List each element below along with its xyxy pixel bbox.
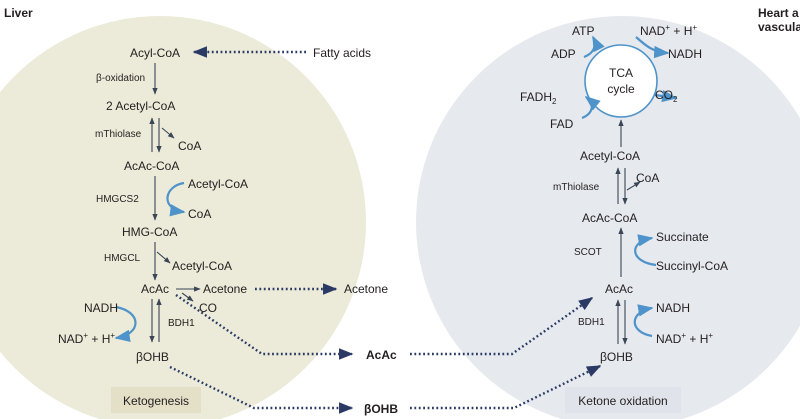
heart-bohb: βOHB [600, 350, 633, 364]
ketogenesis-box [111, 387, 201, 413]
heart-acetyl-coa: Acetyl-CoA [580, 149, 640, 163]
liver-mthiolase: mThiolase [95, 129, 142, 140]
acac-transport-path-a [175, 294, 354, 360]
coa-branch-arrow [161, 127, 175, 139]
liver-bohb: βOHB [136, 350, 169, 364]
liver-coa-2: CoA [188, 207, 211, 221]
liver-bdh1: BDH1 [168, 318, 195, 329]
liver-hmgcl: HMGCL [104, 253, 141, 264]
heart-nad-h: NAD+ + H+ [640, 23, 697, 38]
heart-acac: AcAc [605, 282, 633, 296]
liver-nadh: NADH [84, 301, 118, 315]
liver-acetyl-coa-out: Acetyl-CoA [172, 259, 232, 273]
liver-acetyl-coa-in: Acetyl-CoA [188, 177, 248, 191]
tca-label-2: cycle [607, 82, 635, 96]
heart-mthiolase: mThiolase [553, 182, 600, 193]
liver-nadh-curve [114, 305, 137, 342]
liver-title: Liver [4, 6, 33, 20]
heart-nad-h-bottom: NAD+ + H+ [656, 331, 713, 346]
heart-fadh2: FADH2 [520, 90, 557, 106]
liver-co: CO [199, 301, 217, 315]
heart-coa: CoA [636, 171, 659, 185]
liver-beta-oxidation: β-oxidation [96, 73, 145, 84]
heart-coa-branch [626, 181, 641, 191]
liver-acetone-out: Acetone [344, 282, 388, 296]
heart-co2: CO2 [655, 88, 678, 104]
heart-succinate: Succinate [656, 230, 709, 244]
liver-nad-h: NAD+ + H+ [58, 331, 115, 346]
liver-acac-coa: AcAc-CoA [124, 159, 179, 173]
ketone-oxidation-label: Ketone oxidation [578, 394, 667, 408]
liver-acac: AcAc [141, 282, 169, 296]
liver-coa-1: CoA [178, 139, 201, 153]
adp-atp-curve [583, 35, 605, 59]
heart-fad: FAD [550, 117, 574, 131]
heart-acac-coa: AcAc-CoA [582, 211, 637, 225]
heart-bdh1: BDH1 [578, 317, 605, 328]
tca-label-1: TCA [609, 66, 633, 80]
bohb-transport-path-a [169, 365, 354, 414]
transport-acac: AcAc [366, 348, 397, 362]
liver-fatty-acids: Fatty acids [313, 46, 371, 60]
ketone-oxidation-box [565, 387, 681, 413]
heart-nadh-top: NADH [668, 47, 702, 61]
ketogenesis-label: Ketogenesis [123, 394, 189, 408]
acac-transport-path-b [410, 297, 594, 356]
heart-scot: SCOT [574, 247, 602, 258]
liver-circle [0, 16, 366, 419]
tca-cycle-circle [584, 44, 658, 118]
heart-adp: ADP [551, 47, 576, 61]
hmgcl-acetyl-branch [156, 251, 171, 264]
co-branch-arrow [181, 292, 194, 302]
transport-bohb: βOHB [364, 402, 398, 416]
liver-acetone: Acetone [203, 282, 247, 296]
fad-fadh2-curve [581, 96, 601, 120]
heart-title: Heart a [758, 6, 799, 20]
heart-title-line2: vascula [758, 20, 800, 34]
nad-nadh-curve [635, 36, 670, 59]
scot-succinate-curve [634, 234, 657, 267]
heart-nadh-curve [633, 304, 654, 338]
liver-hmgcs2: HMGCS2 [96, 194, 139, 205]
heart-succinyl-coa: Succinyl-CoA [656, 259, 728, 273]
heart-circle [416, 16, 800, 419]
liver-acyl-coa: Acyl-CoA [130, 46, 180, 60]
heart-atp: ATP [572, 24, 594, 38]
hmgcs2-cosubstrate-curve [166, 181, 186, 217]
bohb-transport-path-b [410, 364, 602, 410]
co2-arrow [654, 89, 678, 103]
liver-2-acetyl-coa: 2 Acetyl-CoA [106, 99, 175, 113]
heart-nadh-bottom: NADH [656, 301, 690, 315]
liver-hmg-coa: HMG-CoA [122, 225, 177, 239]
